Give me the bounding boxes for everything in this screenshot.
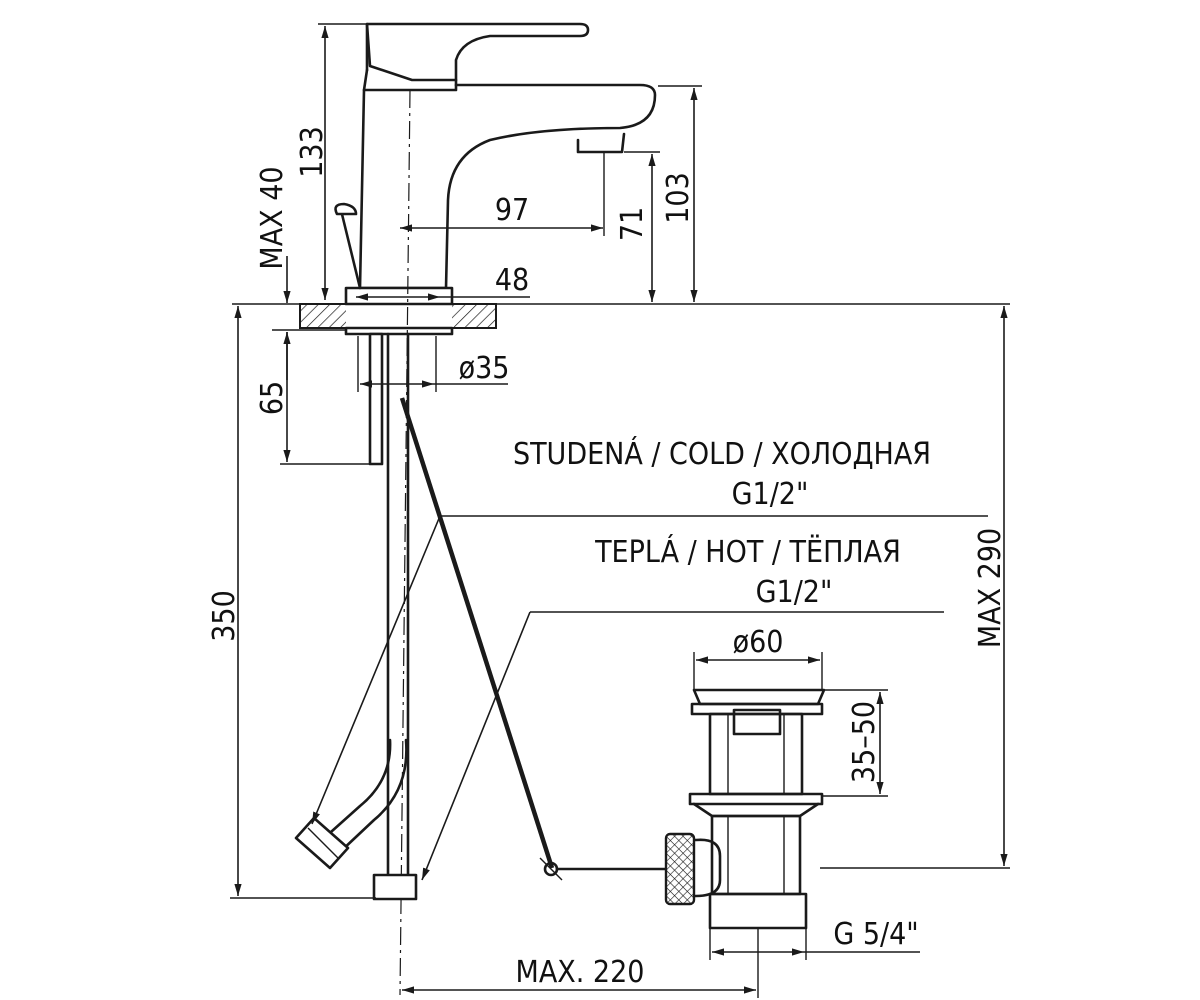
cold-supply-label: STUDENÁ / COLD / ХОЛОДНАЯ [513, 436, 931, 472]
dim-max-290-label: MAX 290 [973, 528, 1008, 648]
dim-71-label: 71 [615, 207, 650, 241]
countertop-deck [232, 303, 1010, 329]
dim-max-40: MAX 40 [255, 166, 346, 380]
popup-lever-icon [334, 202, 362, 290]
cold-supply-callout: STUDENÁ / COLD / ХОЛОДНАЯ G1/2" [311, 436, 988, 825]
dim-g-5-4-label: G 5/4" [833, 917, 918, 952]
dim-103-label: 103 [661, 172, 696, 224]
dim-103: 103 [658, 85, 702, 302]
dim-35-50: 35–50 [822, 689, 888, 797]
dim-97-label: 97 [495, 193, 529, 228]
waste-valve [664, 688, 826, 930]
dim-dia-60-label: ø60 [733, 625, 784, 660]
dim-max-220: MAX. 220 [402, 928, 759, 998]
dim-dia-35: ø35 [357, 336, 510, 392]
dim-71: 71 [615, 151, 660, 302]
dim-g-5-4: G 5/4" [709, 917, 920, 960]
dim-dia-35-label: ø35 [459, 351, 510, 386]
dim-48: 48 [356, 263, 530, 301]
popup-rod [399, 397, 670, 881]
dim-48-label: 48 [495, 263, 529, 298]
dim-35-50-label: 35–50 [847, 701, 882, 783]
dim-65: 65 [255, 332, 372, 465]
hot-supply-thread: G1/2" [756, 575, 833, 610]
dim-350: 350 [207, 306, 376, 899]
hot-supply-callout: TEPLÁ / HOT / ТЁПЛАЯ G1/2" [421, 534, 944, 881]
dim-max-220-label: MAX. 220 [516, 955, 645, 990]
hot-supply-label: TEPLÁ / HOT / ТЁПЛАЯ [594, 534, 901, 570]
dim-133: 133 [295, 23, 367, 300]
dim-max-290: MAX 290 [820, 306, 1010, 869]
dim-dia-60: ø60 [693, 625, 823, 690]
dim-350-label: 350 [207, 590, 242, 642]
dim-133-label: 133 [295, 126, 330, 178]
dim-97: 97 [400, 152, 605, 236]
dim-65-label: 65 [255, 381, 290, 415]
faucet-body [334, 22, 657, 336]
dim-max-40-label: MAX 40 [255, 166, 290, 269]
cold-supply-thread: G1/2" [732, 477, 809, 512]
